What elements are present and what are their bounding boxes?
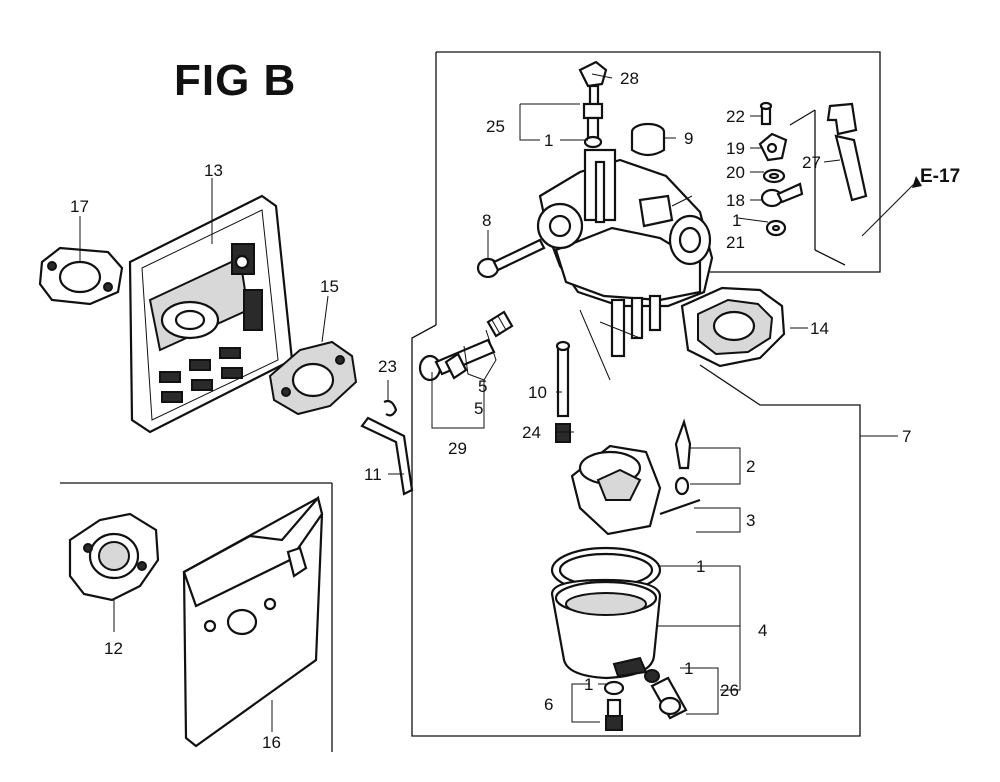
part-13-air-cleaner-base (128, 194, 294, 434)
part-28-screw (578, 60, 608, 110)
part-16-heat-shield (182, 495, 324, 748)
callout-11: 11 (364, 465, 382, 484)
callout-20: 20 (726, 163, 745, 182)
part-12-insulator (68, 512, 160, 602)
part-11-link-rod (360, 416, 414, 496)
callout-22: 22 (726, 107, 745, 126)
part-3-float-pin (659, 498, 701, 516)
part-15-gasket (268, 340, 358, 416)
callout-29: 29 (448, 439, 467, 458)
part-24-main-jet (555, 423, 571, 443)
part-14-gasket (680, 286, 786, 368)
callout-25: 25 (486, 117, 505, 136)
part-6-drain-screw (603, 680, 625, 731)
leader-lines (79, 73, 922, 732)
figure-title: FIG B (174, 56, 297, 105)
reference-e17: E-17 (920, 166, 960, 187)
part-25-throttle-stop-screw (582, 102, 604, 149)
part-4-float-bowl (550, 578, 662, 680)
part-19-plate (758, 132, 788, 162)
callout-12: 12 (104, 639, 123, 658)
callout-1-choke: 1 (732, 211, 741, 230)
callout-1-bowl: 1 (696, 557, 705, 576)
part-5-spring (444, 310, 514, 380)
callout-13: 13 (204, 161, 223, 180)
part-27-choke-lever (826, 102, 868, 202)
callout-27: 27 (802, 153, 821, 172)
callout-9: 9 (684, 129, 693, 148)
part-17-gasket (38, 246, 124, 306)
callout-24: 24 (522, 423, 541, 442)
callout-5-b: 5 (474, 399, 483, 418)
part-18-lever (760, 182, 804, 208)
callout-16: 16 (262, 733, 281, 752)
callout-8: 8 (482, 211, 491, 230)
part-9-cap (630, 122, 666, 157)
part-2-float-valve (674, 418, 692, 496)
callout-14: 14 (810, 319, 829, 338)
callout-labels: 28 25 1 9 22 19 20 18 1 21 27 E-17 8 13 … (70, 69, 960, 752)
callout-18: 18 (726, 191, 745, 210)
callout-5-a: 5 (478, 377, 487, 396)
part-20-washer (762, 168, 786, 184)
callout-10: 10 (528, 383, 547, 402)
callout-28: 28 (620, 69, 639, 88)
callout-1-bolt: 1 (684, 659, 693, 678)
carburetor-body (536, 148, 714, 381)
callout-2: 2 (746, 457, 755, 476)
callout-6: 6 (544, 695, 553, 714)
part-23-clip (383, 399, 398, 417)
part-8-screw (476, 238, 546, 279)
callout-1-top: 1 (544, 131, 553, 150)
callout-19: 19 (726, 139, 745, 158)
callout-23: 23 (378, 357, 397, 376)
callout-1-drain: 1 (584, 675, 593, 694)
part-22-screw (759, 101, 773, 126)
callout-15: 15 (320, 277, 339, 296)
callout-21: 21 (726, 233, 745, 252)
part-10-main-nozzle (555, 340, 571, 418)
callout-4: 4 (758, 621, 767, 640)
callout-26: 26 (720, 681, 739, 700)
float (570, 444, 662, 536)
callout-7: 7 (902, 427, 911, 446)
part-21-washer (765, 219, 787, 237)
callout-17: 17 (70, 197, 89, 216)
callout-3: 3 (746, 511, 755, 530)
assembly-boundary (60, 51, 881, 752)
part-26-bowl-bolt (644, 669, 688, 720)
